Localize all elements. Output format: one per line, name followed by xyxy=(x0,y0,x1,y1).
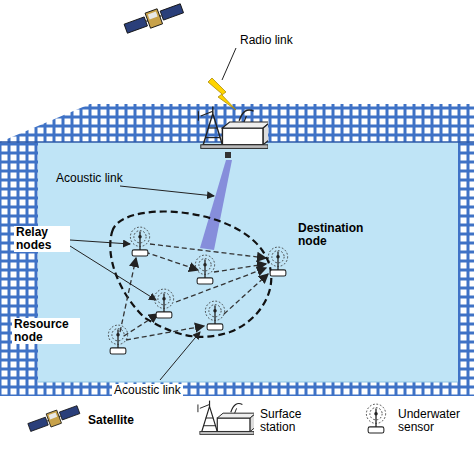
link-label: Radio link xyxy=(238,34,295,47)
group-label: Relay nodes xyxy=(14,226,70,252)
link-label: Acoustic link xyxy=(54,172,125,185)
link-label: Acoustic link xyxy=(112,384,183,397)
node-label: Resource node xyxy=(12,318,80,344)
legend-text: Underwater sensor xyxy=(396,408,466,434)
node-label: Destination node xyxy=(296,222,376,248)
legend-text: Surface station xyxy=(258,408,326,434)
legend-text: Satellite xyxy=(86,414,136,427)
